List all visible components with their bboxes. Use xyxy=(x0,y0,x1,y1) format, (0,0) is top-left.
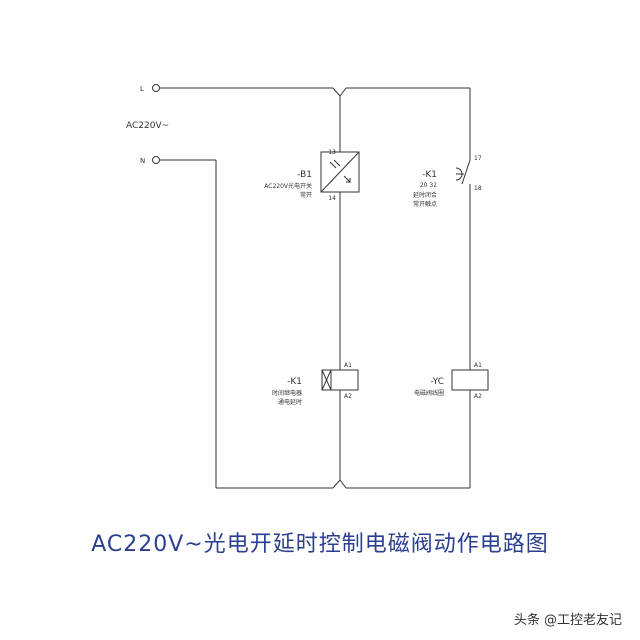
k1-coil-desc1: 时间继电器 xyxy=(272,389,302,397)
k1-coil-tag: -K1 xyxy=(287,377,302,387)
wire-bus-junction-top xyxy=(332,87,347,97)
terminal-l xyxy=(152,84,160,92)
yc-coil-terminal-top: A1 xyxy=(474,362,482,369)
photoelectric-switch-symbol xyxy=(320,151,360,193)
k1-coil-symbol xyxy=(321,369,359,391)
label-l: L xyxy=(140,85,144,93)
watermark: 头条 @工控老友记 xyxy=(513,613,622,628)
diagram-title: AC220V~光电开延时控制电磁阀动作电路图 xyxy=(91,532,549,557)
k1-contact-desc1: 延时闭合 xyxy=(413,191,437,199)
k1-contact-sub: 20 32 xyxy=(420,182,437,189)
label-voltage: AC220V~ xyxy=(126,121,169,131)
yc-coil-desc1: 电磁阀线圈 xyxy=(414,389,444,397)
k1-contact-terminal-top: 17 xyxy=(474,155,482,162)
b1-desc1: AC220V光电开关 xyxy=(264,182,312,190)
label-n: N xyxy=(140,157,145,165)
terminal-n xyxy=(152,156,160,164)
b1-terminal-top: 13 xyxy=(328,149,336,156)
k1-coil-desc2: 通电延时 xyxy=(278,398,302,406)
k1-contact-tag: -K1 xyxy=(422,170,437,180)
b1-terminal-bottom: 14 xyxy=(328,195,336,202)
yc-coil-tag: -YC xyxy=(431,377,444,387)
b1-desc2: 常开 xyxy=(300,191,312,199)
k1-contact-terminal-bottom: 18 xyxy=(474,185,482,192)
yc-coil-terminal-bottom: A2 xyxy=(474,393,482,400)
k1-contact-desc2: 常开触点 xyxy=(413,200,437,208)
k1-coil-terminal-top: A1 xyxy=(344,362,352,369)
wire-bus-junction-bottom xyxy=(332,479,347,489)
yc-coil-symbol xyxy=(451,369,489,391)
b1-tag: -B1 xyxy=(297,170,312,180)
delay-contact-symbol xyxy=(455,159,471,185)
k1-coil-terminal-bottom: A2 xyxy=(344,393,352,400)
